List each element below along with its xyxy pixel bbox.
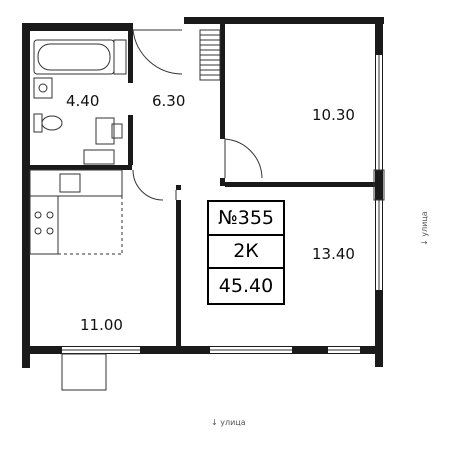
room-area-bedroom: 10.30: [312, 106, 355, 124]
room-area-hallway: 6.30: [152, 92, 186, 110]
apartment-info-box: №355 2К 45.40: [207, 200, 285, 305]
room-area-living-room: 13.40: [312, 245, 355, 263]
apartment-total-area: 45.40: [218, 274, 274, 297]
street-label-bottom: ↓ улица: [211, 418, 246, 427]
fixtures: [29, 29, 385, 391]
street-label-right: ↓ улица: [420, 211, 429, 246]
room-area-bathroom: 4.40: [66, 92, 100, 110]
room-area-kitchen: 11.00: [80, 316, 123, 334]
walls: [22, 17, 384, 368]
apartment-type: 2К: [209, 236, 283, 270]
apartment-number: №355: [209, 202, 283, 236]
